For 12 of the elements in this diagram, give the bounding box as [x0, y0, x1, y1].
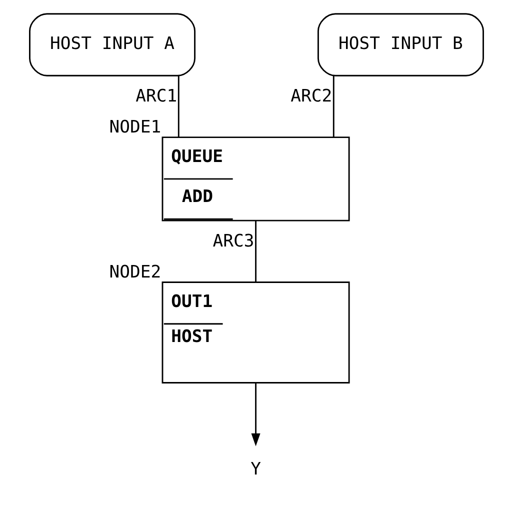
edge-label: ARC1	[136, 86, 178, 107]
connector	[255, 220, 256, 282]
connector	[178, 76, 180, 138]
connector	[332, 76, 334, 138]
node-box: HOST INPUT B	[318, 13, 484, 76]
node-label: NODE2	[109, 262, 162, 282]
arrow	[251, 383, 260, 446]
node-label: NODE1	[109, 117, 162, 138]
edge-label: ARC2	[290, 86, 332, 107]
node-text: Y	[250, 460, 261, 480]
edge-label: ARC3	[212, 231, 254, 252]
node-box: HOST INPUT A	[29, 13, 196, 76]
